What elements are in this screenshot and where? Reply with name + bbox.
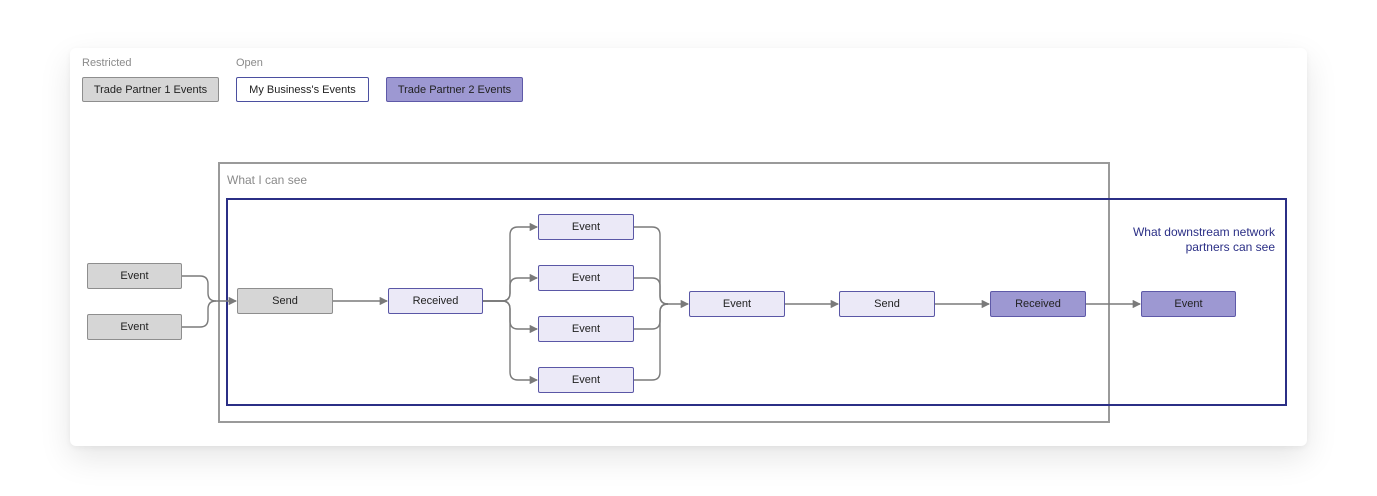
edge-tp1b-to-send bbox=[182, 300, 217, 328]
node-final-event: Event bbox=[1141, 291, 1236, 317]
legend-chip-trade-partner-1: Trade Partner 1 Events bbox=[82, 77, 219, 102]
zone-what-i-can-see bbox=[218, 162, 1110, 423]
node-branch-event-2: Event bbox=[538, 265, 634, 291]
node-send-2: Send bbox=[839, 291, 935, 317]
node-send-1: Send bbox=[237, 288, 333, 314]
edge-received-to-branch-2 bbox=[483, 273, 539, 302]
edge-branch-4-to-merge bbox=[634, 303, 669, 381]
node-branch-event-1: Event bbox=[538, 214, 634, 240]
edge-branch-1-to-merge bbox=[634, 226, 690, 309]
zone-downstream-visibility bbox=[226, 198, 1287, 406]
edge-branch-2-to-merge bbox=[634, 277, 669, 305]
node-branch-event-3: Event bbox=[538, 316, 634, 342]
node-merge-event: Event bbox=[689, 291, 785, 317]
node-tp1-event-a: Event bbox=[87, 263, 182, 289]
edge-tp1a-to-send bbox=[182, 275, 238, 306]
diagram-card bbox=[70, 48, 1307, 446]
node-branch-event-4: Event bbox=[538, 367, 634, 393]
node-received-2: Received bbox=[990, 291, 1086, 317]
node-received-1: Received bbox=[388, 288, 483, 314]
legend-open-heading: Open bbox=[236, 57, 263, 69]
zone-downstream-title: What downstream network partners can see bbox=[1132, 225, 1275, 254]
legend-restricted-heading: Restricted bbox=[82, 57, 132, 69]
edge-received-to-branch-4 bbox=[483, 300, 539, 385]
legend-chip-my-business: My Business's Events bbox=[236, 77, 369, 102]
legend-chip-trade-partner-2: Trade Partner 2 Events bbox=[386, 77, 523, 102]
edge-branch-3-to-merge bbox=[634, 303, 669, 330]
zone-what-i-can-see-title: What I can see bbox=[227, 173, 308, 187]
node-tp1-event-b: Event bbox=[87, 314, 182, 340]
